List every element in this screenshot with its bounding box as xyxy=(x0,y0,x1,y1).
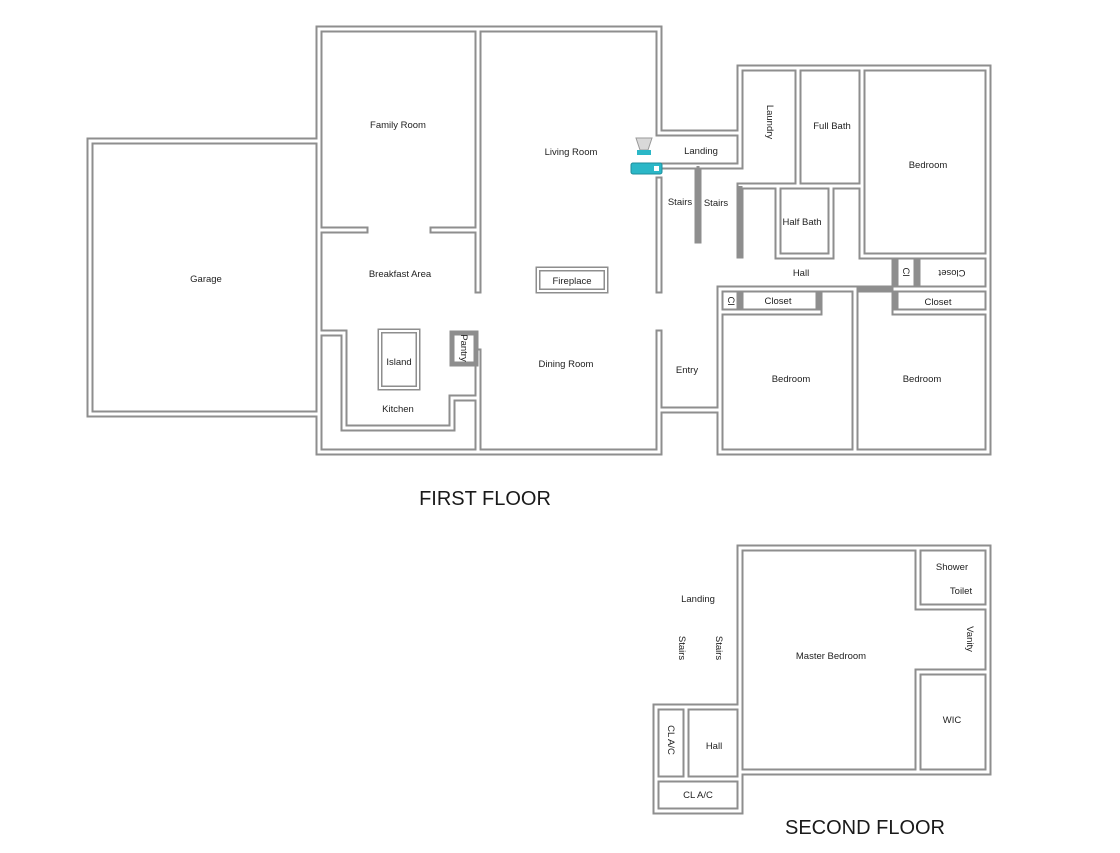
vanity-label: Vanity xyxy=(964,626,975,652)
cl-ac-vertical-label: CL A/C xyxy=(665,725,676,755)
island-label: Island xyxy=(386,357,411,368)
ceiling-light-icon xyxy=(635,137,653,155)
closet-right-top-label: Closet xyxy=(938,267,965,278)
family-room-label: Family Room xyxy=(370,120,426,131)
second-stairs-right-label: Stairs xyxy=(713,636,724,661)
wic-label: WIC xyxy=(943,715,962,726)
full-bath-label: Full Bath xyxy=(813,121,851,132)
second-hall-label: Hall xyxy=(706,741,722,752)
garage-label: Garage xyxy=(190,274,222,285)
master-bedroom-label: Master Bedroom xyxy=(796,651,866,662)
closet-middle-label: Closet xyxy=(765,296,792,307)
second-floor-title: SECOND FLOOR xyxy=(785,817,945,839)
cl-hall-label: Cl xyxy=(900,268,911,277)
second-landing-label: Landing xyxy=(681,594,715,605)
breakfast-area-label: Breakfast Area xyxy=(369,269,432,280)
second-stairs-left-label: Stairs xyxy=(676,636,687,661)
hall-label: Hall xyxy=(793,268,809,279)
stairs-right-label: Stairs xyxy=(704,198,729,209)
bedroom-right-label: Bedroom xyxy=(903,374,942,385)
laundry-label: Laundry xyxy=(764,105,775,140)
landing-label: Landing xyxy=(684,146,718,157)
stairs-left-label: Stairs xyxy=(668,197,693,208)
toilet-label: Toilet xyxy=(950,586,973,597)
pantry-box xyxy=(449,330,479,367)
second-floor-labels: Landing Stairs Stairs Master Bedroom Sho… xyxy=(665,562,975,801)
shower-label: Shower xyxy=(936,562,968,573)
closet-right-bottom-label: Closet xyxy=(925,297,952,308)
cl-ac-horizontal-label: CL A/C xyxy=(683,790,713,801)
first-floor-fixtures xyxy=(377,266,609,391)
first-floor-labels: Garage Family Room Breakfast Area Island… xyxy=(190,105,965,415)
second-floor-walls xyxy=(652,544,992,815)
fireplace-label: Fireplace xyxy=(552,276,591,287)
kitchen-label: Kitchen xyxy=(382,404,414,415)
dining-room-label: Dining Room xyxy=(539,359,594,370)
cl-small-label: Cl xyxy=(725,297,736,306)
living-room-label: Living Room xyxy=(545,147,598,158)
entry-label: Entry xyxy=(676,365,698,376)
first-floor-title: FIRST FLOOR xyxy=(419,488,551,510)
first-floor-walls xyxy=(86,25,992,456)
thermostat-icon xyxy=(630,162,663,175)
bedroom-top-label: Bedroom xyxy=(909,160,948,171)
bedroom-middle-label: Bedroom xyxy=(772,374,811,385)
half-bath-label: Half Bath xyxy=(782,217,821,228)
pantry-label: Pantry xyxy=(458,334,469,362)
